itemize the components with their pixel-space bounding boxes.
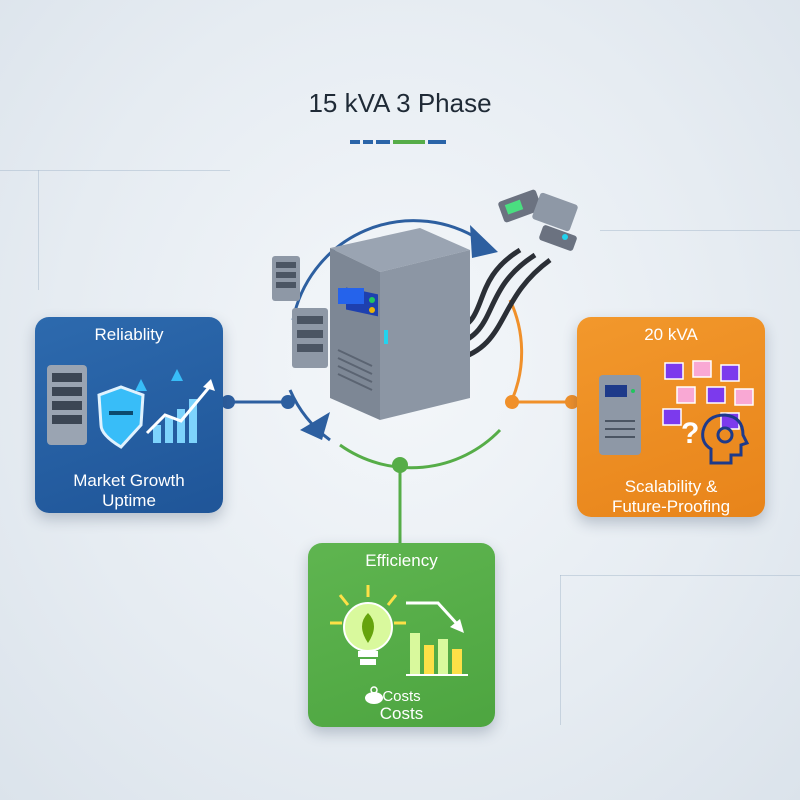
efficiency-footer-line1: Costs — [382, 688, 421, 705]
growth-chart-icon — [135, 369, 215, 443]
connector-node — [281, 395, 295, 409]
cycle-arc-top — [291, 219, 481, 321]
dash-segment — [393, 140, 425, 144]
server-rack-icon — [292, 308, 328, 368]
network-cubes-icon — [662, 360, 754, 430]
dash-segment — [363, 140, 373, 144]
scalability-footer-line2: Future-Proofing — [611, 497, 731, 516]
connector-node — [505, 395, 519, 409]
hud-line — [0, 170, 230, 171]
power-connector-icon — [498, 189, 578, 251]
hud-line — [560, 575, 561, 725]
cycle-arrow-head-top — [470, 225, 498, 258]
efficiency-footer-line2: Costs — [379, 704, 424, 723]
efficiency-card: Efficiency — [308, 543, 495, 727]
efficiency-heading: Efficiency — [365, 551, 438, 570]
declining-bar-chart-icon — [406, 601, 468, 676]
title-underline — [350, 140, 446, 144]
lightbulb-leaf-icon — [330, 585, 406, 665]
ups-cabinet-icon — [599, 375, 641, 455]
reliability-illustration — [47, 365, 215, 449]
piggy-bank-icon — [365, 686, 383, 704]
cycle-arc-right — [508, 299, 524, 401]
scalability-illustration: ? — [599, 360, 754, 465]
shield-icon — [97, 385, 145, 449]
cycle-arc-bottom — [339, 428, 502, 470]
reliability-card: Reliablity — [35, 317, 223, 513]
reliability-footer-line1: Market Growth — [73, 471, 185, 490]
hud-line — [38, 170, 39, 290]
scalability-card: 20 kVA ? — [577, 317, 765, 517]
scalability-heading: 20 kVA — [644, 325, 698, 344]
connector-node — [221, 395, 235, 409]
reliability-heading: Reliablity — [94, 325, 164, 344]
cycle-arc-left — [288, 389, 331, 442]
connector-node — [392, 457, 408, 473]
hud-line — [600, 230, 800, 231]
dash-segment — [350, 140, 360, 144]
server-rack-icon — [47, 365, 87, 445]
server-rack-icon — [272, 256, 300, 301]
svg-text:?: ? — [681, 417, 699, 450]
connector-node — [565, 395, 579, 409]
reliability-footer-line2: Uptime — [102, 491, 156, 510]
ups-cabinet-icon — [330, 228, 470, 420]
power-cable — [454, 257, 552, 363]
page-title: 15 kVA 3 Phase — [308, 88, 492, 118]
question-mark-icon: ? — [681, 417, 699, 450]
scalability-footer-line1: Scalability & — [624, 477, 718, 496]
hud-line — [560, 575, 800, 576]
dash-segment — [376, 140, 390, 144]
head-gear-icon — [701, 413, 750, 465]
cycle-arrow-head-bottom — [300, 412, 330, 440]
efficiency-illustration — [330, 585, 468, 676]
dash-segment — [428, 140, 446, 144]
